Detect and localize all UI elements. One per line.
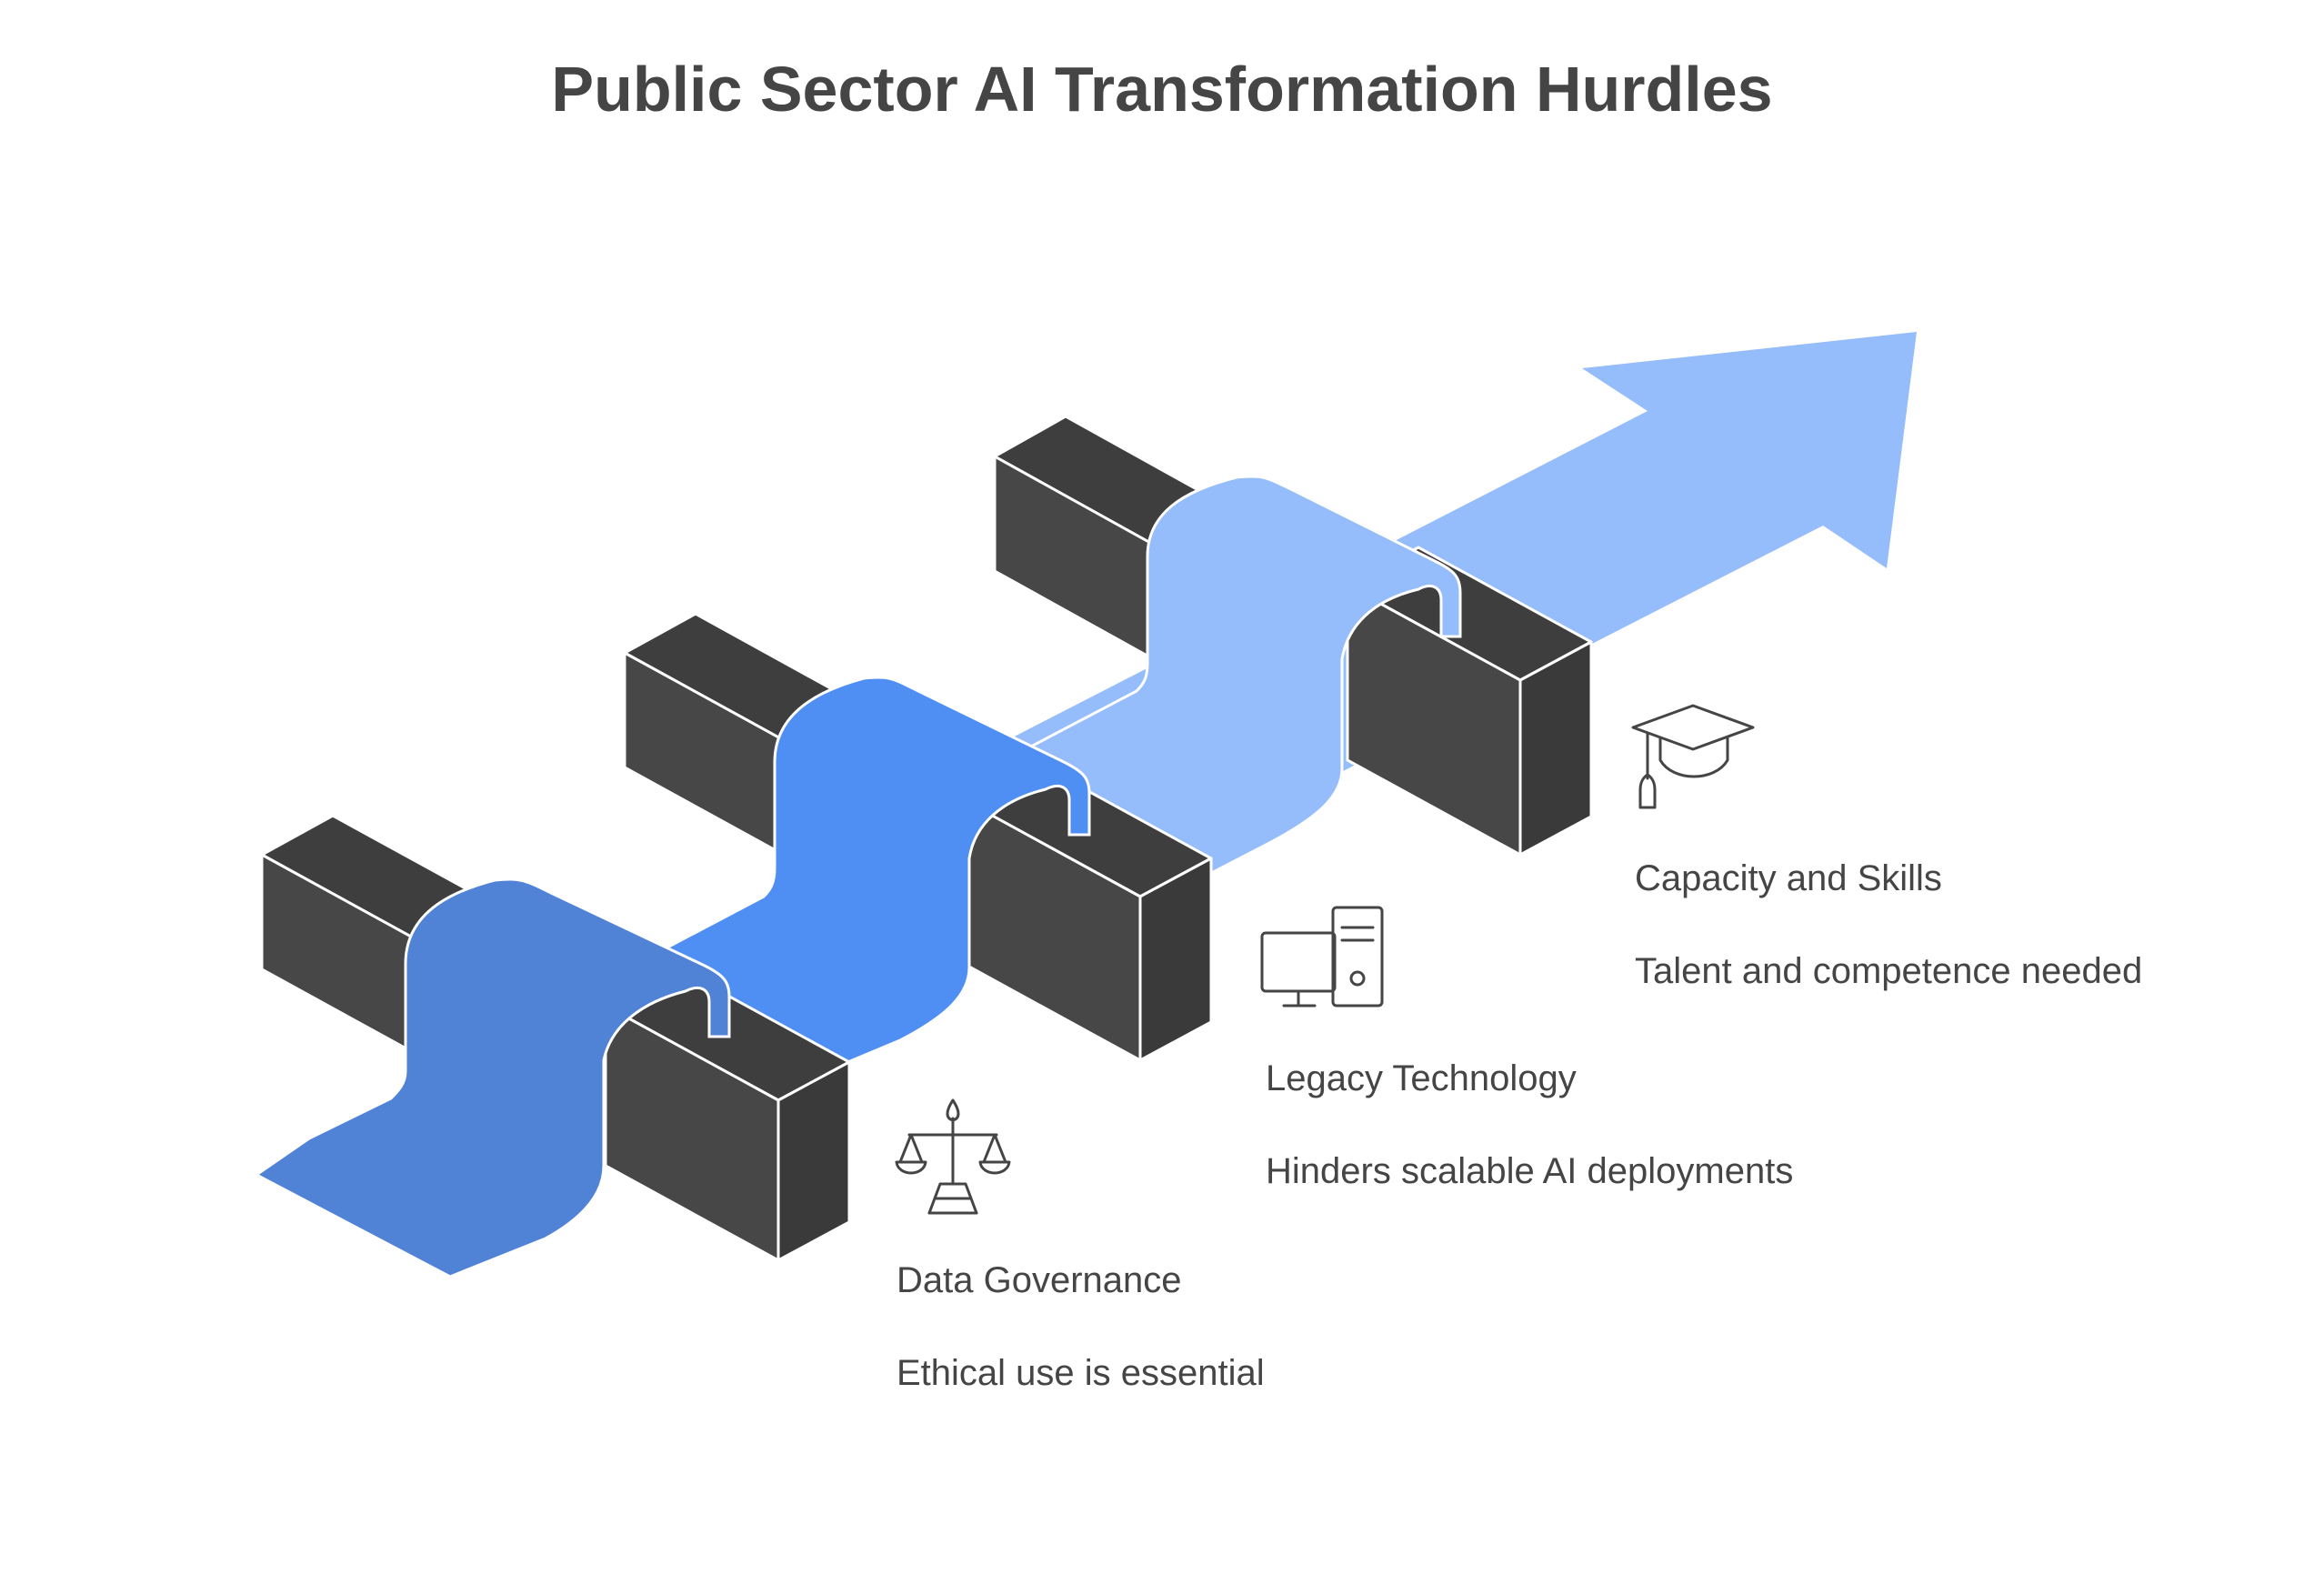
ribbon-legacy xyxy=(661,676,1091,1084)
hurdle-1-name: Data Governance xyxy=(897,1260,1182,1300)
page-title: Public Sector AI Transformation Hurdles xyxy=(551,54,1773,125)
hurdle-2-description: Hinders scalable AI deployments xyxy=(1266,1151,1794,1191)
hurdle-1-description: Ethical use is essential xyxy=(897,1353,1265,1393)
hurdle-2-name: Legacy Technology xyxy=(1266,1058,1577,1098)
computer-icon xyxy=(1260,906,1384,1008)
ribbon-data-governance xyxy=(254,877,731,1278)
hurdle-3-description: Talent and competence needed xyxy=(1635,951,2143,991)
graduation-cap-icon xyxy=(1631,704,1755,809)
hurdle-3-name: Capacity and Skills xyxy=(1635,858,1942,898)
ribbon-capacity xyxy=(1027,475,1462,895)
scales-icon xyxy=(895,1098,1011,1215)
